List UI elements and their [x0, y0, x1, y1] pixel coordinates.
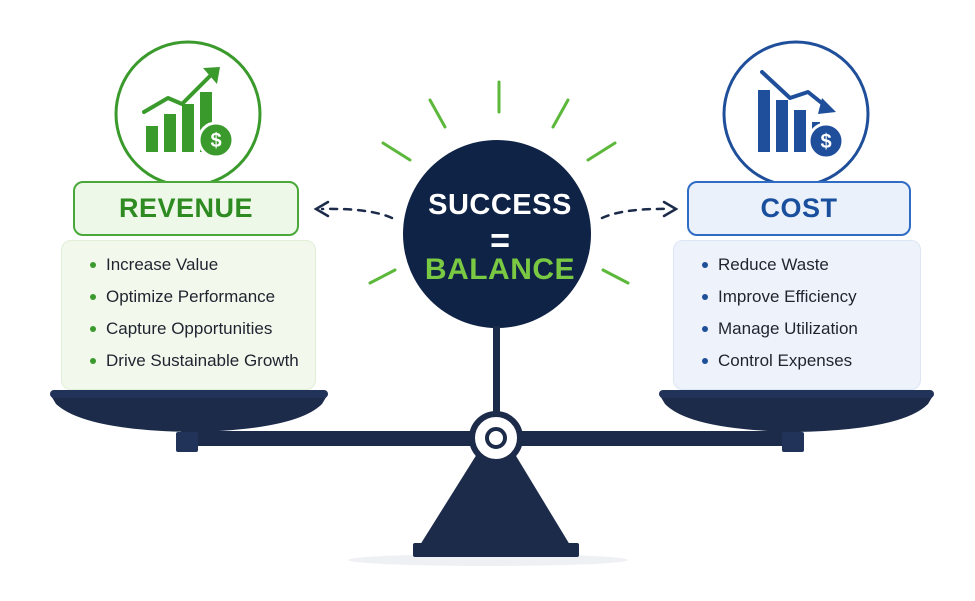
scale-pole: [493, 326, 500, 426]
left-scale-pan: [50, 390, 328, 432]
burst-rays: [368, 80, 630, 285]
cost-title: COST: [687, 181, 911, 236]
list-item: Control Expenses: [702, 351, 920, 383]
bullet-icon: [702, 294, 708, 300]
center-line-equals: =: [490, 222, 510, 260]
list-item: Reduce Waste: [702, 255, 920, 287]
svg-text:$: $: [820, 131, 831, 153]
revenue-title: REVENUE: [73, 181, 299, 236]
revenue-list-card: Increase Value Optimize Performance Capt…: [61, 240, 316, 390]
center-line-success: SUCCESS: [428, 189, 572, 221]
list-item-label: Drive Sustainable Growth: [106, 351, 299, 370]
list-item-label: Capture Opportunities: [106, 319, 273, 338]
list-item: Optimize Performance: [90, 287, 315, 319]
rising-bar-chart-dollar-icon: $: [114, 40, 262, 188]
bullet-icon: [702, 326, 708, 332]
list-item-label: Optimize Performance: [106, 287, 276, 306]
bullet-icon: [702, 358, 708, 364]
bullet-icon: [702, 262, 708, 268]
bullet-icon: [90, 358, 96, 364]
list-item-label: Improve Efficiency: [718, 287, 857, 306]
center-line-balance: BALANCE: [424, 253, 576, 286]
bullet-icon: [90, 262, 96, 268]
arrow-to-cost: [600, 200, 679, 220]
list-item: Improve Efficiency: [702, 287, 920, 319]
scale-base-foot: [413, 543, 579, 557]
scale-base: [420, 446, 570, 545]
list-item-label: Manage Utilization: [718, 319, 858, 338]
beam-end-right: [782, 432, 804, 452]
right-scale-pan: [659, 390, 934, 432]
arrow-to-revenue: [313, 200, 394, 220]
svg-text:$: $: [210, 130, 221, 152]
list-item: Capture Opportunities: [90, 319, 315, 351]
list-item-label: Reduce Waste: [718, 255, 829, 274]
list-item-label: Increase Value: [106, 255, 219, 274]
list-item: Manage Utilization: [702, 319, 920, 351]
list-item: Increase Value: [90, 255, 315, 287]
beam-end-left: [176, 432, 198, 452]
success-balance-badge: [403, 140, 591, 328]
bullet-icon: [90, 294, 96, 300]
list-item: Drive Sustainable Growth: [90, 351, 315, 383]
cost-list-card: Reduce Waste Improve Efficiency Manage U…: [673, 240, 921, 390]
falling-bar-chart-dollar-icon: $: [722, 40, 870, 188]
bullet-icon: [90, 326, 96, 332]
list-item-label: Control Expenses: [718, 351, 853, 370]
